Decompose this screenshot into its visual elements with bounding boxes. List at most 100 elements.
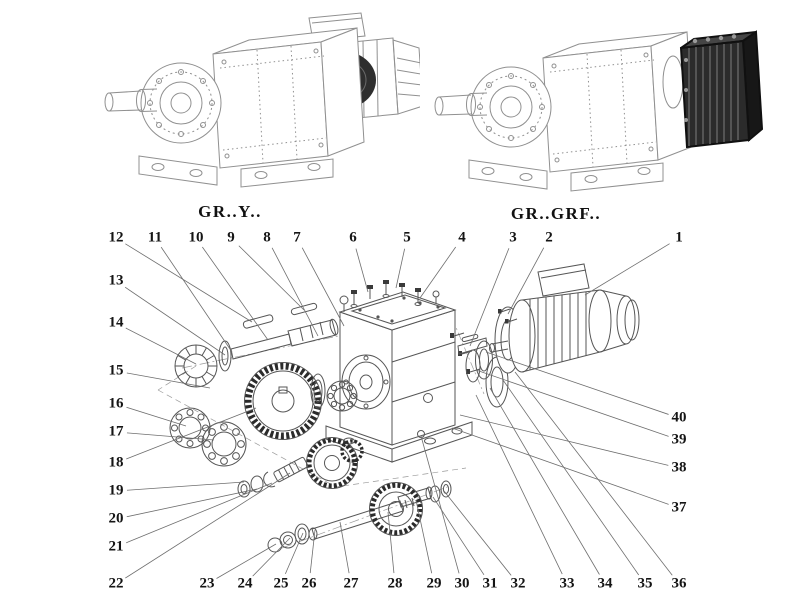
- part-number-13: 13: [108, 272, 124, 289]
- leader-line-18: [126, 407, 257, 460]
- part-number-18: 18: [108, 454, 124, 471]
- pinion-shaft: [273, 456, 309, 483]
- leader-line-14: [125, 327, 197, 365]
- leader-line-27: [339, 521, 350, 574]
- part-number-38: 38: [671, 459, 687, 476]
- leader-line-39: [475, 369, 669, 437]
- part-number-25: 25: [273, 575, 289, 592]
- motor-flange-bolts: [498, 308, 518, 324]
- part-number-36: 36: [671, 575, 687, 592]
- breather-plug: [432, 290, 440, 304]
- part-number-39: 39: [671, 431, 687, 448]
- part-number-30: 30: [454, 575, 470, 592]
- leader-line-31: [432, 496, 485, 576]
- figure-label-gr-grf: GR..GRF..: [510, 204, 602, 223]
- leader-line-28: [387, 511, 395, 574]
- leader-line-22: [125, 472, 291, 579]
- part-number-17: 17: [108, 423, 124, 440]
- part-number-14: 14: [108, 314, 124, 331]
- part-number-34: 34: [597, 575, 613, 592]
- leader-line-30: [420, 435, 460, 574]
- leader-line-7: [301, 247, 345, 327]
- part-number-9: 9: [227, 229, 235, 246]
- spacer-ring: [218, 340, 232, 372]
- leader-line-29: [415, 499, 433, 574]
- leader-line-12: [125, 243, 253, 323]
- figure-gr-y-drawing: [104, 12, 420, 188]
- eye-bolt: [339, 295, 349, 312]
- part-number-8: 8: [263, 229, 271, 246]
- output-shaft-assembly: [267, 480, 452, 553]
- shaft-keys: [242, 302, 318, 329]
- input-shaft: [230, 318, 339, 360]
- leader-line-20: [126, 488, 258, 518]
- leader-line-37: [451, 427, 669, 505]
- part-number-2: 2: [545, 229, 553, 246]
- part-number-12: 12: [108, 229, 124, 246]
- leader-line-1: [584, 243, 670, 296]
- figure-gr-grf-drawing: [434, 30, 764, 192]
- washers-left: [237, 471, 276, 498]
- part-number-27: 27: [343, 575, 359, 592]
- housing-top-bolts: [339, 280, 440, 312]
- leader-line-13: [124, 286, 226, 356]
- leader-line-40: [485, 351, 669, 415]
- part-number-23: 23: [199, 575, 215, 592]
- motor-adapter-parts: [457, 333, 509, 408]
- leader-line-32: [443, 490, 512, 576]
- leader-line-35: [502, 379, 640, 576]
- part-number-1: 1: [675, 229, 683, 246]
- part-number-28: 28: [387, 575, 403, 592]
- part-number-10: 10: [188, 229, 204, 246]
- part-number-20: 20: [108, 510, 124, 527]
- part-number-7: 7: [293, 229, 301, 246]
- leader-line-17: [126, 432, 215, 441]
- leader-line-36: [514, 371, 673, 576]
- leader-line-21: [126, 482, 273, 544]
- leader-line-10: [202, 246, 269, 341]
- part-number-5: 5: [403, 229, 411, 246]
- ball-bearing-2: [201, 421, 247, 467]
- part-number-35: 35: [637, 575, 653, 592]
- leader-line-33: [475, 394, 563, 575]
- part-number-19: 19: [108, 482, 124, 499]
- part-number-22: 22: [108, 575, 124, 592]
- part-number-40: 40: [671, 409, 687, 426]
- gear-large: [244, 362, 322, 440]
- part-number-16: 16: [108, 395, 124, 412]
- leader-line-34: [489, 387, 600, 575]
- part-number-37: 37: [671, 499, 687, 516]
- leader-line-24: [252, 537, 291, 577]
- leader-line-38: [459, 414, 669, 466]
- leader-line-19: [126, 481, 245, 491]
- part-number-4: 4: [458, 229, 466, 246]
- leader-line-4: [419, 246, 457, 299]
- leader-line-23: [216, 543, 277, 579]
- leader-line-8: [271, 247, 319, 337]
- leader-lines: [124, 243, 673, 579]
- leader-line-25: [284, 532, 304, 575]
- oil-seal: [174, 344, 218, 388]
- part-number-33: 33: [559, 575, 575, 592]
- input-cover: [679, 30, 764, 149]
- leader-line-6: [355, 248, 369, 293]
- figure-label-gr-y: GR..Y..: [198, 202, 262, 221]
- part-number-31: 31: [482, 575, 498, 592]
- gear-output: [369, 482, 423, 536]
- gear-housing: [325, 291, 473, 463]
- leader-line-15: [126, 372, 211, 389]
- ball-bearing-3: [326, 380, 358, 412]
- part-number-32: 32: [510, 575, 526, 592]
- leader-line-16: [126, 406, 187, 427]
- part-number-24: 24: [237, 575, 253, 592]
- motor: [489, 263, 640, 374]
- spacer-2: [310, 373, 326, 409]
- leader-line-26: [309, 529, 316, 574]
- part-number-15: 15: [108, 362, 124, 379]
- assembled-gearbox: [104, 27, 365, 188]
- part-number-6: 6: [349, 229, 357, 246]
- leader-line-2: [507, 247, 545, 315]
- part-number-21: 21: [108, 538, 124, 555]
